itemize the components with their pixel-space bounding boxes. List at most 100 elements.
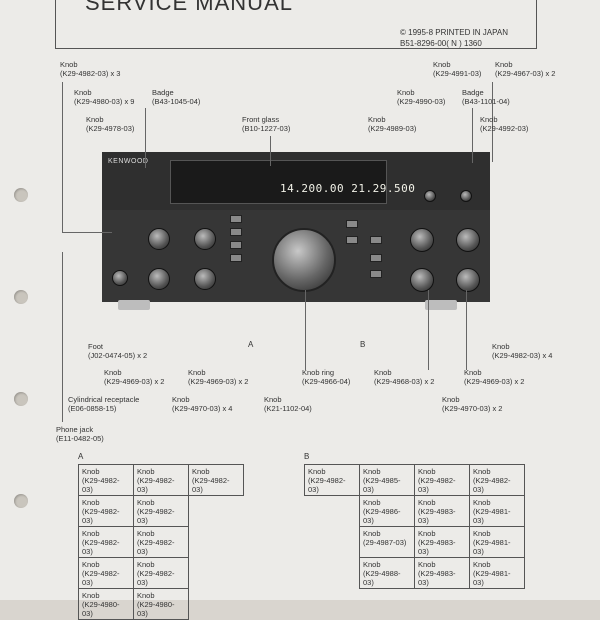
callout-knob: Knob(K29-4989-03) xyxy=(368,115,417,133)
main-tuning-knob xyxy=(272,228,336,292)
table-row: Knob(K29-4982-03)Knob(K29-4982-03) xyxy=(78,557,244,589)
part-cell: Knob(K29-4981-03) xyxy=(469,557,525,589)
part-name: Knob xyxy=(82,498,100,507)
empty-cell xyxy=(189,589,244,620)
leader-line xyxy=(472,108,473,163)
knob-icon xyxy=(148,228,170,250)
table-row: Knob(K29-4982-03)Knob(K29-4982-03) xyxy=(78,526,244,558)
callout-knob: Knob(K21-1102-04) xyxy=(264,395,312,413)
callout-knob: Knob(K29-4978-03) xyxy=(86,115,135,133)
callout-knob: Knob(K29-4969-03) x 2 xyxy=(104,368,165,386)
callout-knob-ring: Knob ring(K29-4966-04) xyxy=(302,368,351,386)
button-icon xyxy=(230,241,242,249)
leader-line xyxy=(145,108,146,168)
leader-line xyxy=(305,290,306,370)
callout-knob: Knob(K29-4992-03) xyxy=(480,115,529,133)
part-cell: Knob(K29-4982-03) xyxy=(304,464,360,496)
header-frame xyxy=(55,0,537,49)
part-name: Knob xyxy=(137,467,155,476)
parts-table-b: Knob(K29-4982-03)Knob(K29-4985-03)Knob(K… xyxy=(304,464,525,589)
part-cell: Knob(K29-4982-03) xyxy=(78,557,134,589)
part-cell: Knob(K29-4982-03) xyxy=(133,557,189,589)
callout-phone-jack: Phone jack(E11-0482-05) xyxy=(56,425,104,443)
knob-icon xyxy=(410,268,434,292)
part-name: Knob xyxy=(308,467,326,476)
part-cell: Knob(K29-4982-03) xyxy=(469,464,525,496)
part-number: (K29-4981-03) xyxy=(473,507,511,525)
section-marker-b: B xyxy=(360,340,366,349)
part-cell: Knob(K29-4982-03) xyxy=(133,495,189,527)
part-number: (K29-4983-03) xyxy=(418,507,456,525)
part-number: (K29-4982-03) xyxy=(82,476,120,494)
page-title: SERVICE MANUAL xyxy=(85,0,293,15)
knob-icon xyxy=(456,228,480,252)
part-number: (K29-4982-03) xyxy=(473,476,511,494)
knob-icon xyxy=(148,268,170,290)
button-icon xyxy=(370,236,382,244)
knob-icon xyxy=(410,228,434,252)
part-name: Knob xyxy=(137,498,155,507)
table-b-label: B xyxy=(304,452,310,461)
knob-icon xyxy=(460,190,472,202)
part-number: (K29-4980-03) xyxy=(82,600,120,618)
empty-cell xyxy=(189,558,244,589)
part-name: Knob xyxy=(363,529,381,538)
part-cell: Knob(K29-4980-03) xyxy=(78,588,134,620)
receptacle-icon xyxy=(112,270,128,286)
part-cell: Knob(K29-4983-03) xyxy=(414,495,470,527)
button-icon xyxy=(346,220,358,228)
part-number: (K29-4982-03) xyxy=(137,569,175,587)
part-name: Knob xyxy=(418,498,436,507)
part-number: (K29-4982-03) xyxy=(418,476,456,494)
part-number: (K29-4982-03) xyxy=(137,507,175,525)
section-marker-a: A xyxy=(248,340,254,349)
part-number: (K29-4985-03) xyxy=(363,476,401,494)
knob-icon xyxy=(194,268,216,290)
empty-cell xyxy=(189,496,244,527)
part-name: Knob xyxy=(473,529,491,538)
knob-icon xyxy=(194,228,216,250)
part-name: Knob xyxy=(418,467,436,476)
binder-hole xyxy=(14,188,28,202)
part-name: Knob xyxy=(137,560,155,569)
part-name: Knob xyxy=(473,560,491,569)
frequency-readout: 14.200.00 21.29.500 xyxy=(280,182,416,195)
callout-knob: Knob(K29-4982-03) x 4 xyxy=(492,342,553,360)
front-display xyxy=(170,160,387,204)
part-number: (K29-4988-03) xyxy=(363,569,401,587)
part-name: Knob xyxy=(82,591,100,600)
part-number: (K29-4980-03) xyxy=(137,600,175,618)
part-number: B51-8296-00( N ) 1360 xyxy=(400,39,482,48)
callout-badge: Badge(B43-1101-04) xyxy=(462,88,510,106)
part-name: Knob xyxy=(192,467,210,476)
part-number: (K29-4981-03) xyxy=(473,538,511,556)
part-cell: Knob(K29-4982-03) xyxy=(414,464,470,496)
callout-knob: Knob(K29-4967-03) x 2 xyxy=(495,60,556,78)
callout-knob: Knob(K29-4991-03) xyxy=(433,60,482,78)
part-number: (29-4987-03) xyxy=(363,538,407,547)
part-number: (K29-4982-03) xyxy=(82,507,120,525)
part-number: (K29-4983-03) xyxy=(418,569,456,587)
part-cell: Knob(K29-4982-03) xyxy=(78,464,134,496)
binder-hole xyxy=(14,392,28,406)
part-number: (K29-4982-03) xyxy=(137,538,175,556)
part-cell: Knob(K29-4985-03) xyxy=(359,464,415,496)
leader-line xyxy=(428,290,429,370)
part-name: Knob xyxy=(137,529,155,538)
binder-hole xyxy=(14,494,28,508)
knob-icon xyxy=(424,190,436,202)
part-cell: Knob(K29-4983-03) xyxy=(414,526,470,558)
callout-receptacle: Cylindrical receptacle(E06-0858-15) xyxy=(68,395,140,413)
callout-knob: Knob(K29-4980-03) x 9 xyxy=(74,88,135,106)
table-a-label: A xyxy=(78,452,84,461)
print-info: © 1995-8 PRINTED IN JAPAN B51-8296-00( N… xyxy=(400,27,508,49)
callout-knob: Knob(K29-4969-03) x 2 xyxy=(188,368,249,386)
callout-knob: Knob(K29-4969-03) x 2 xyxy=(464,368,525,386)
part-cell: Knob(K29-4980-03) xyxy=(133,588,189,620)
part-cell: Knob(K29-4981-03) xyxy=(469,526,525,558)
parts-table-a: Knob(K29-4982-03)Knob(K29-4982-03)Knob(K… xyxy=(78,464,244,620)
part-cell: Knob(29-4987-03) xyxy=(359,526,415,558)
part-cell: Knob(K29-4988-03) xyxy=(359,557,415,589)
leader-line xyxy=(466,290,467,370)
